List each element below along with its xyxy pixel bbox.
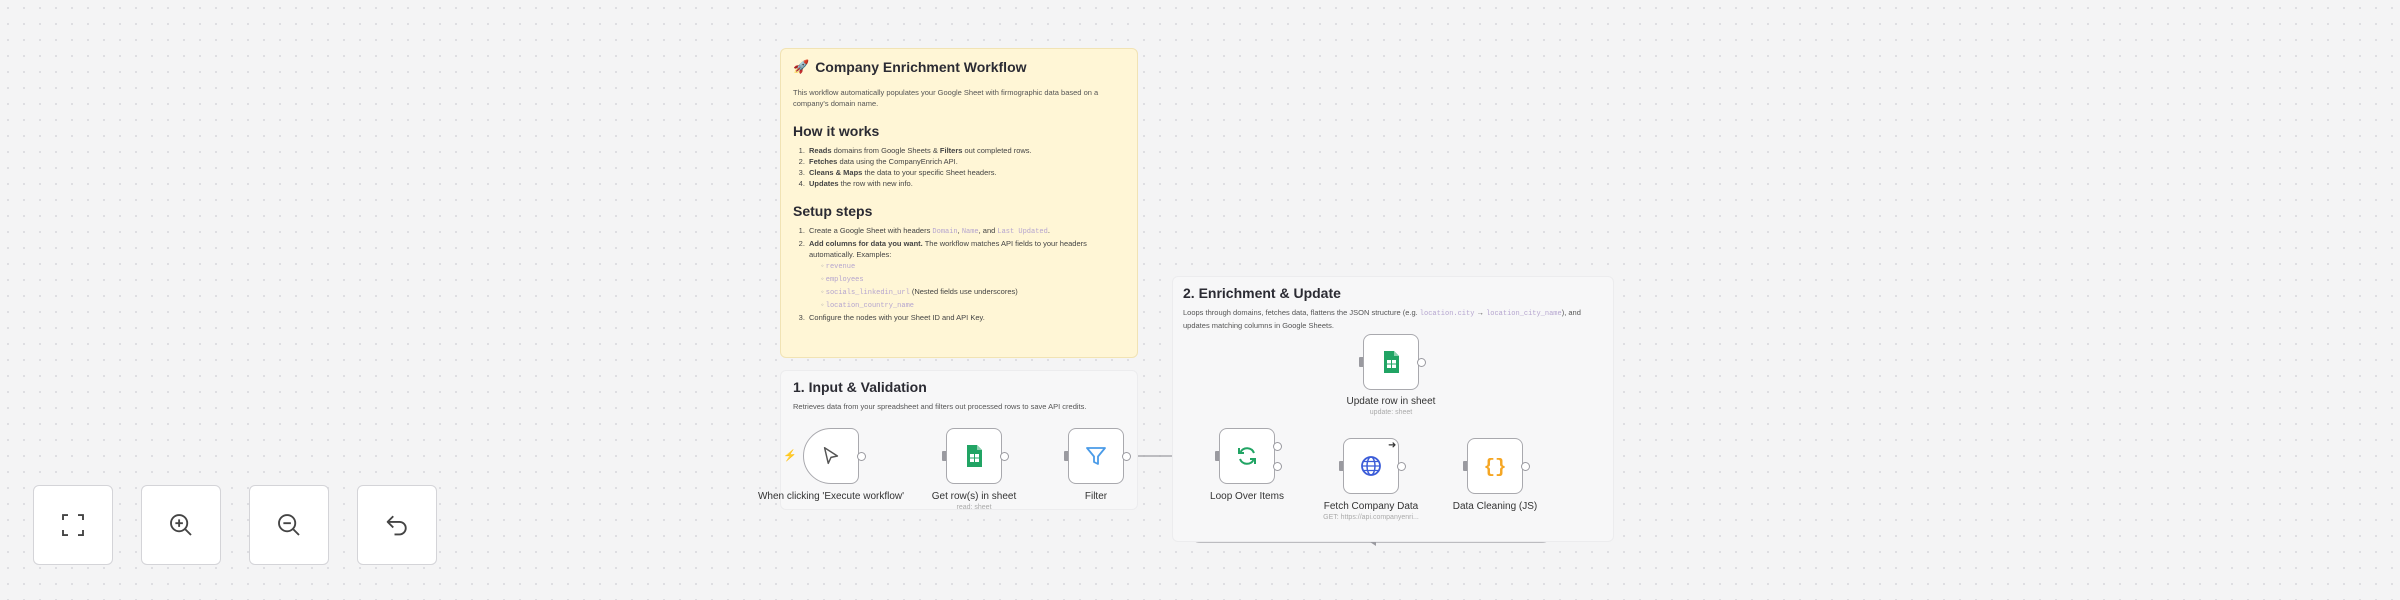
list-item: revenue: [819, 260, 1125, 273]
node-manual-trigger[interactable]: [803, 428, 859, 484]
node-update-row[interactable]: [1363, 334, 1419, 390]
output-port[interactable]: [1521, 462, 1530, 471]
list-item: employees: [819, 273, 1125, 286]
node-label: Get row(s) in sheet: [931, 491, 1017, 502]
zoom-in-button[interactable]: [141, 485, 221, 565]
zoom-out-icon: [278, 514, 300, 536]
note-title: 🚀 Company Enrichment Workflow: [793, 59, 1027, 75]
node-label: Filter: [1084, 491, 1108, 502]
node-label: Loop Over Items: [1210, 491, 1284, 502]
sticky-note-overview[interactable]: 🚀 Company Enrichment Workflow This workf…: [780, 48, 1138, 358]
setup-steps-list: Create a Google Sheet with headers Domai…: [793, 225, 1125, 323]
how-it-works-list: Reads domains from Google Sheets & Filte…: [793, 145, 1125, 189]
list-item: Cleans & Maps the data to your specific …: [807, 167, 1125, 178]
output-port[interactable]: [857, 452, 866, 461]
output-port[interactable]: [1397, 462, 1406, 471]
zoom-out-button[interactable]: [249, 485, 329, 565]
list-item: Updates the row with new info.: [807, 178, 1125, 189]
input-port[interactable]: [1064, 451, 1070, 461]
svg-text:{}: {}: [1484, 456, 1507, 478]
input-port[interactable]: [1339, 461, 1345, 471]
output-port-loop[interactable]: [1273, 462, 1282, 471]
list-item: Fetches data using the CompanyEnrich API…: [807, 156, 1125, 167]
list-item: Create a Google Sheet with headers Domai…: [807, 225, 1125, 238]
how-it-works-heading: How it works: [793, 123, 880, 139]
output-port-done[interactable]: [1273, 442, 1282, 451]
list-item: location_country_name: [819, 299, 1125, 312]
cursor-icon: [823, 447, 839, 465]
node-loop-over-items[interactable]: [1219, 428, 1275, 484]
setup-steps-heading: Setup steps: [793, 203, 873, 219]
undo-icon: [386, 515, 407, 536]
node-label: Data Cleaning (JS): [1452, 501, 1538, 512]
output-port[interactable]: [1417, 358, 1426, 367]
output-port[interactable]: [1122, 452, 1131, 461]
input-port[interactable]: [1215, 451, 1221, 461]
reset-zoom-button[interactable]: [357, 485, 437, 565]
loop-icon: [1238, 447, 1256, 465]
globe-icon: [1361, 456, 1381, 476]
node-subtitle: GET: https://api.companyenri...: [1323, 514, 1419, 521]
node-subtitle: read: sheet: [956, 504, 992, 511]
node-label: Update row in sheet: [1346, 396, 1436, 407]
section-title: 1. Input & Validation: [793, 379, 927, 395]
filter-icon: [1086, 447, 1106, 465]
output-port[interactable]: [1000, 452, 1009, 461]
examples-list: revenue employees socials_linkedin_url (…: [809, 260, 1125, 312]
section-description: Loops through domains, fetches data, fla…: [1183, 308, 1581, 330]
external-link-icon: ➜: [1388, 440, 1397, 451]
trigger-bolt-icon: ⚡: [783, 450, 797, 462]
fit-view-button[interactable]: [33, 485, 113, 565]
node-subtitle: update: sheet: [1369, 409, 1413, 416]
node-fetch-company-data[interactable]: [1343, 438, 1399, 494]
input-port[interactable]: [1359, 357, 1365, 367]
section-description: Retrieves data from your spreadsheet and…: [793, 402, 1087, 411]
fit-view-icon: [62, 514, 84, 536]
rocket-icon: 🚀: [793, 59, 810, 74]
note-description: This workflow automatically populates yo…: [793, 88, 1099, 108]
input-port[interactable]: [1463, 461, 1469, 471]
node-label: When clicking 'Execute workflow': [757, 491, 905, 502]
zoom-in-icon: [170, 514, 192, 536]
section-title: 2. Enrichment & Update: [1183, 285, 1341, 301]
list-item: socials_linkedin_url (Nested fields use …: [819, 286, 1125, 299]
node-get-rows[interactable]: [946, 428, 1002, 484]
code-braces-icon: {}: [1484, 456, 1507, 478]
google-sheets-icon: [1384, 351, 1399, 373]
google-sheets-icon: [967, 445, 982, 467]
list-item: Reads domains from Google Sheets & Filte…: [807, 145, 1125, 156]
input-port[interactable]: [942, 451, 948, 461]
node-label: Fetch Company Data: [1323, 501, 1419, 512]
list-item: Add columns for data you want. The workf…: [807, 238, 1125, 312]
list-item: Configure the nodes with your Sheet ID a…: [807, 312, 1125, 323]
node-filter[interactable]: [1068, 428, 1124, 484]
sticky-note-enrichment-update[interactable]: 2. Enrichment & Update Loops through dom…: [1172, 276, 1614, 542]
node-data-cleaning[interactable]: {}: [1467, 438, 1523, 494]
